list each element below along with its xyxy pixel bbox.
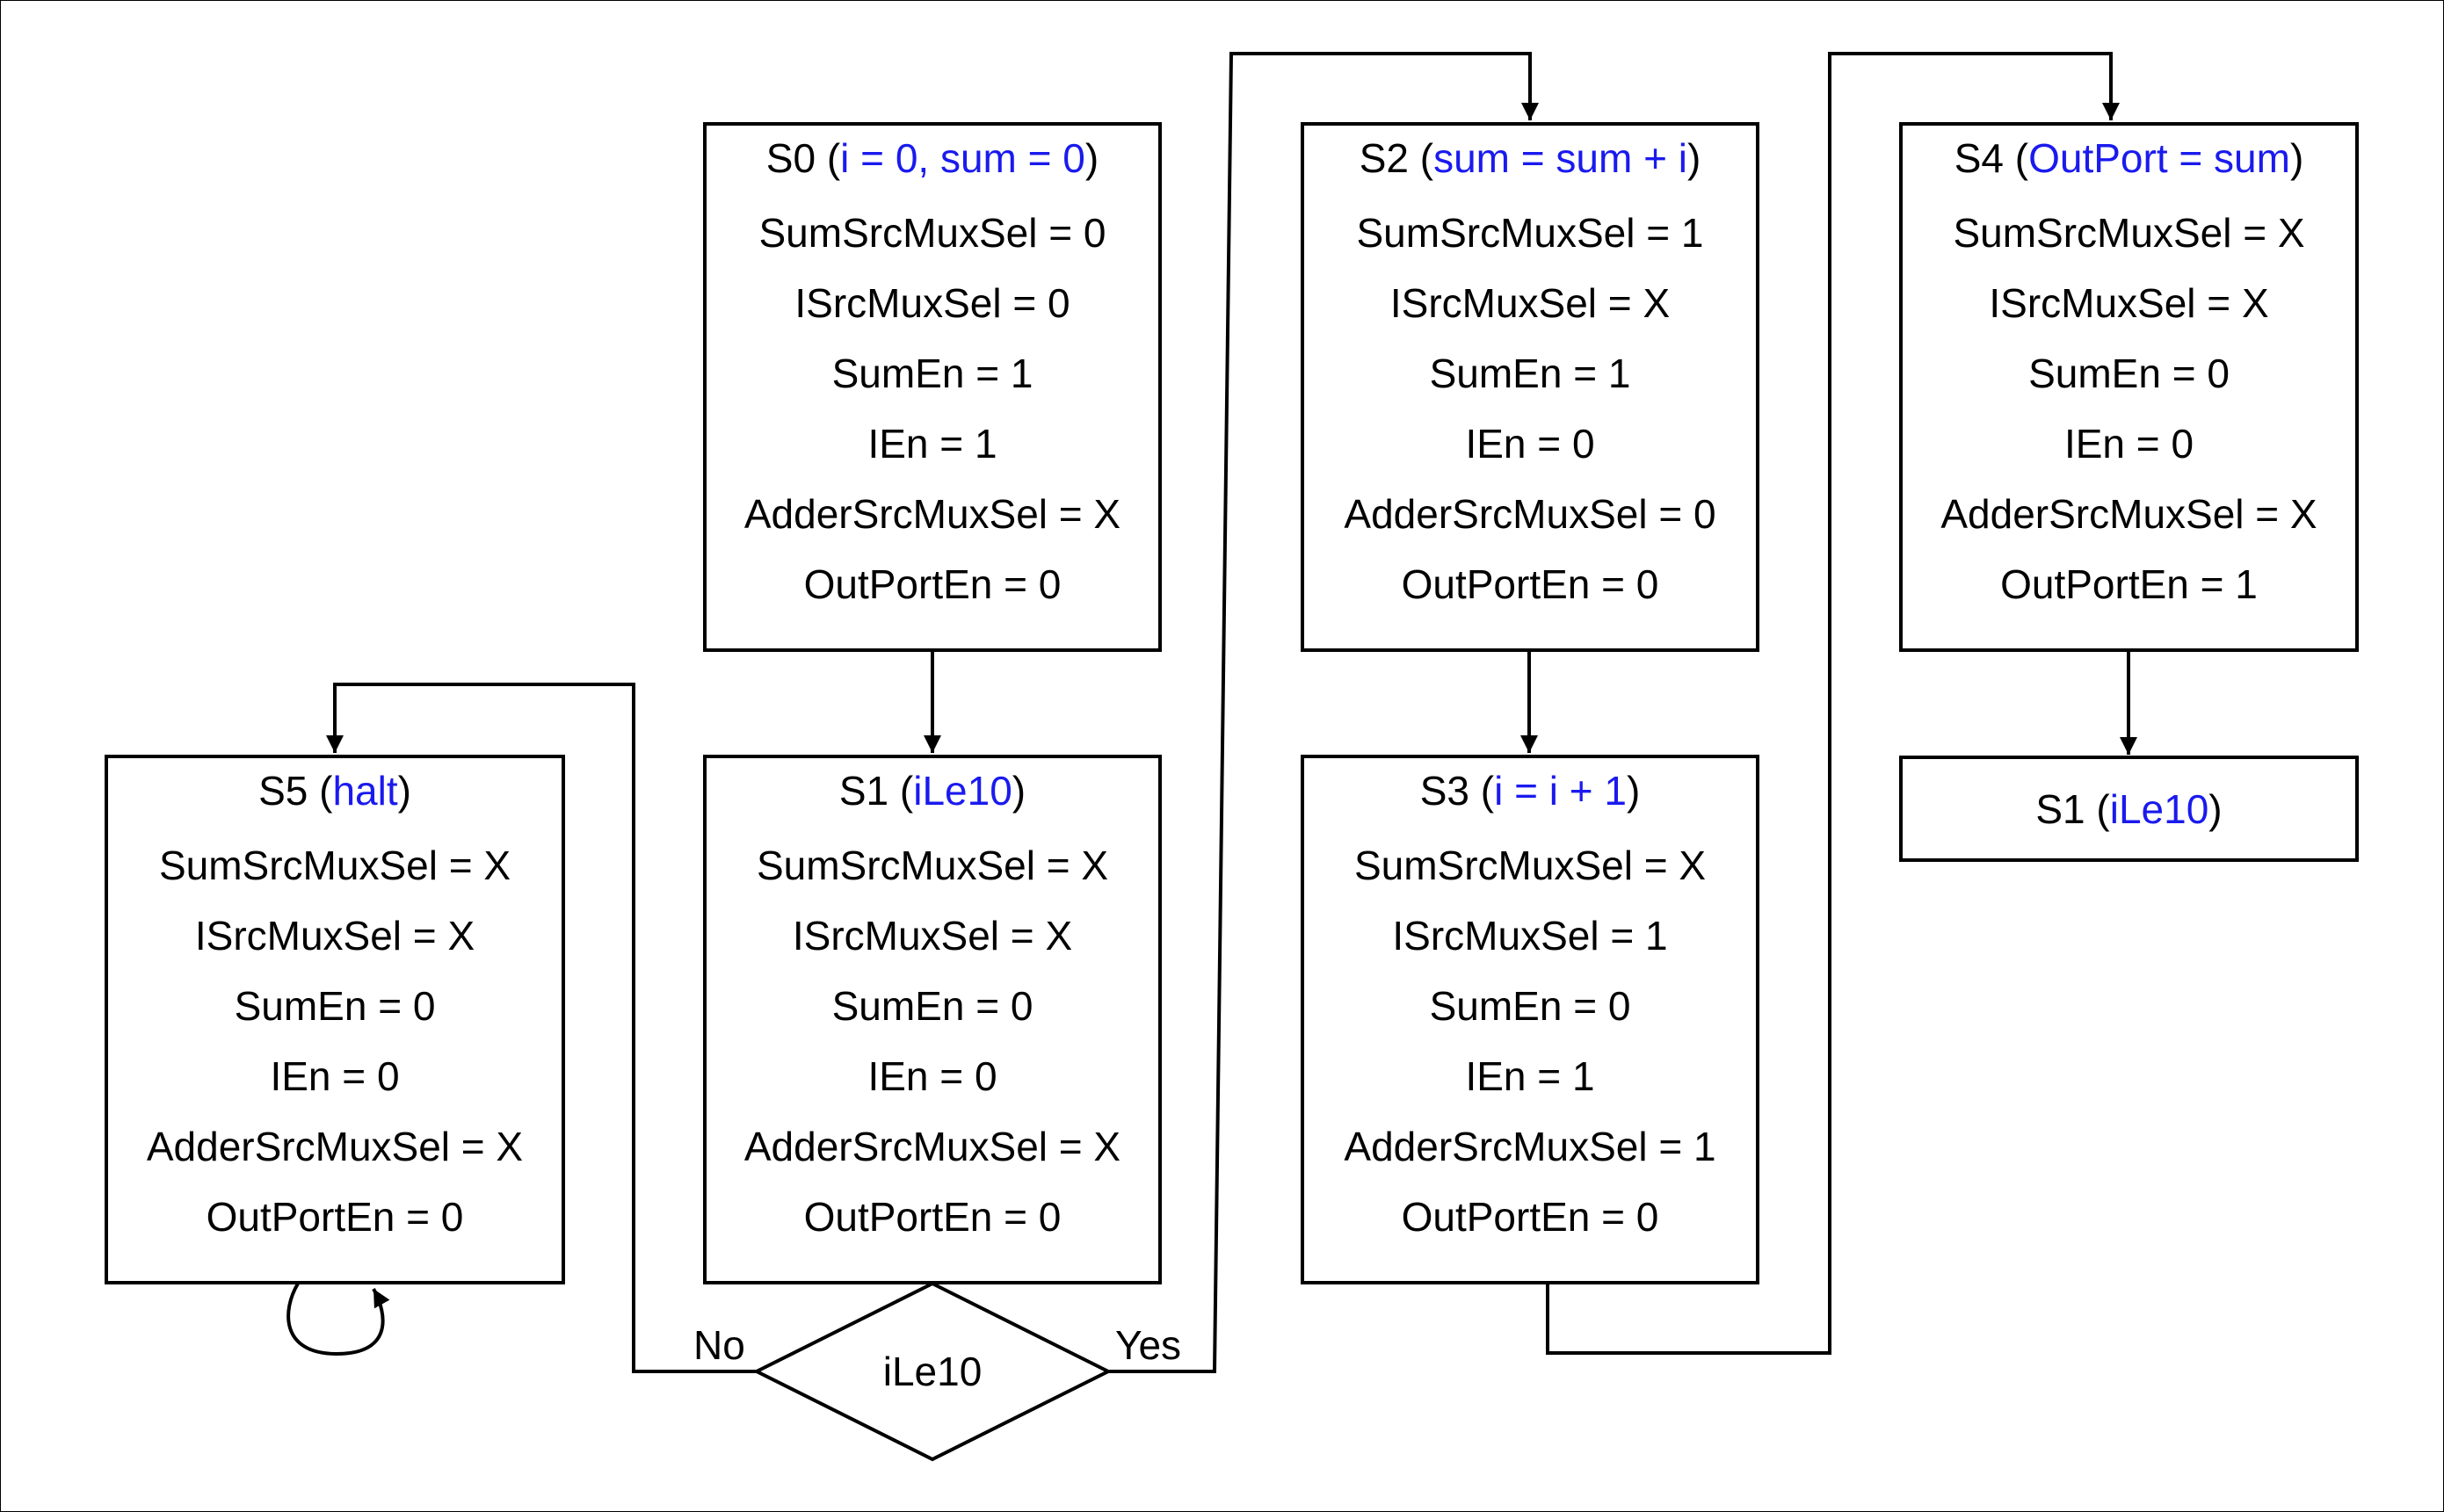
signal-sumen: SumEn = 0 <box>1429 983 1631 1029</box>
signal-isrcmuxsel: ISrcMuxSel = X <box>194 913 475 959</box>
yes-branch-label: Yes <box>1115 1322 1182 1368</box>
signal-isrcmuxsel: ISrcMuxSel = X <box>1389 280 1671 326</box>
arrow-no-to-s5 <box>326 683 757 1373</box>
state-s0-box: S0 (i = 0, sum = 0) SumSrcMuxSel = 0 ISr… <box>703 122 1162 652</box>
signal-ien: IEn = 0 <box>270 1053 400 1099</box>
signal-sumsrcmuxsel: SumSrcMuxSel = 1 <box>1356 210 1704 256</box>
arrow-s3-to-s4 <box>1546 52 2120 1355</box>
state-action: i = i + 1 <box>1494 768 1627 814</box>
signal-addersrcmuxsel: AdderSrcMuxSel = 0 <box>1344 491 1716 537</box>
signal-outporten: OutPortEn = 0 <box>803 561 1062 607</box>
state-action: iLe10 <box>2109 786 2209 832</box>
state-action: i = 0, sum = 0 <box>840 135 1085 181</box>
signal-outporten: OutPortEn = 0 <box>206 1194 464 1240</box>
signal-outporten: OutPortEn = 1 <box>2000 561 2258 607</box>
signal-addersrcmuxsel: AdderSrcMuxSel = X <box>146 1124 524 1169</box>
signal-sumsrcmuxsel: SumSrcMuxSel = X <box>1353 843 1707 888</box>
signal-ien: IEn = 0 <box>2063 421 2194 467</box>
signal-isrcmuxsel: ISrcMuxSel = X <box>792 913 1073 959</box>
signal-isrcmuxsel: ISrcMuxSel = 0 <box>794 280 1070 326</box>
arrow-s5-self-loop <box>286 1282 390 1356</box>
signal-outporten: OutPortEn = 0 <box>1401 561 1659 607</box>
signal-addersrcmuxsel: AdderSrcMuxSel = X <box>743 491 1121 537</box>
signal-ien: IEn = 1 <box>867 421 997 467</box>
signal-addersrcmuxsel: AdderSrcMuxSel = X <box>1940 491 2317 537</box>
signal-sumsrcmuxsel: SumSrcMuxSel = 0 <box>758 210 1106 256</box>
state-title: S4 (OutPort = sum) <box>1954 135 2304 181</box>
signal-addersrcmuxsel: AdderSrcMuxSel = 1 <box>1344 1124 1716 1169</box>
state-title: S5 (halt) <box>258 768 411 814</box>
state-title: S3 (i = i + 1) <box>1419 768 1641 814</box>
state-action: iLe10 <box>913 768 1012 814</box>
signal-sumen: SumEn = 0 <box>831 983 1033 1029</box>
state-s3-box: S3 (i = i + 1) SumSrcMuxSel = X ISrcMuxS… <box>1301 755 1759 1284</box>
state-action: sum = sum + i <box>1433 135 1687 181</box>
signal-sumen: SumEn = 1 <box>831 351 1033 396</box>
signal-sumsrcmuxsel: SumSrcMuxSel = X <box>1953 210 2305 256</box>
state-title: S1 (iLe10) <box>838 768 1026 814</box>
state-s2-box: S2 (sum = sum + i) SumSrcMuxSel = 1 ISrc… <box>1301 122 1759 652</box>
signal-addersrcmuxsel: AdderSrcMuxSel = X <box>743 1124 1121 1169</box>
state-title: S1 (iLe10) <box>2035 786 2223 832</box>
state-s4-box: S4 (OutPort = sum) SumSrcMuxSel = X ISrc… <box>1899 122 2359 652</box>
signal-sumen: SumEn = 0 <box>234 983 436 1029</box>
signal-sumsrcmuxsel: SumSrcMuxSel = X <box>756 843 1109 888</box>
state-title: S0 (i = 0, sum = 0) <box>765 135 1099 181</box>
state-s1-box: S1 (iLe10) SumSrcMuxSel = X ISrcMuxSel =… <box>703 755 1162 1284</box>
signal-ien: IEn = 0 <box>1465 421 1595 467</box>
state-s1-reference-box: S1 (iLe10) <box>1899 756 2359 862</box>
signal-ien: IEn = 0 <box>867 1053 997 1099</box>
state-action: OutPort = sum <box>2028 135 2290 181</box>
signal-isrcmuxsel: ISrcMuxSel = 1 <box>1392 913 1668 959</box>
signal-sumen: SumEn = 0 <box>2028 351 2230 396</box>
state-action: halt <box>332 768 398 814</box>
state-s5-box: S5 (halt) SumSrcMuxSel = X ISrcMuxSel = … <box>105 755 565 1284</box>
signal-outporten: OutPortEn = 0 <box>1401 1194 1659 1240</box>
signal-sumsrcmuxsel: SumSrcMuxSel = X <box>158 843 511 888</box>
no-branch-label: No <box>693 1322 745 1368</box>
signal-ien: IEn = 1 <box>1465 1053 1595 1099</box>
signal-isrcmuxsel: ISrcMuxSel = X <box>1989 280 2269 326</box>
state-title: S2 (sum = sum + i) <box>1359 135 1701 181</box>
decision-label: iLe10 <box>882 1349 983 1394</box>
signal-sumen: SumEn = 1 <box>1429 351 1631 396</box>
signal-outporten: OutPortEn = 0 <box>803 1194 1062 1240</box>
arrow-yes-to-s2 <box>1106 52 1539 1373</box>
decision-diamond <box>752 1281 1113 1462</box>
